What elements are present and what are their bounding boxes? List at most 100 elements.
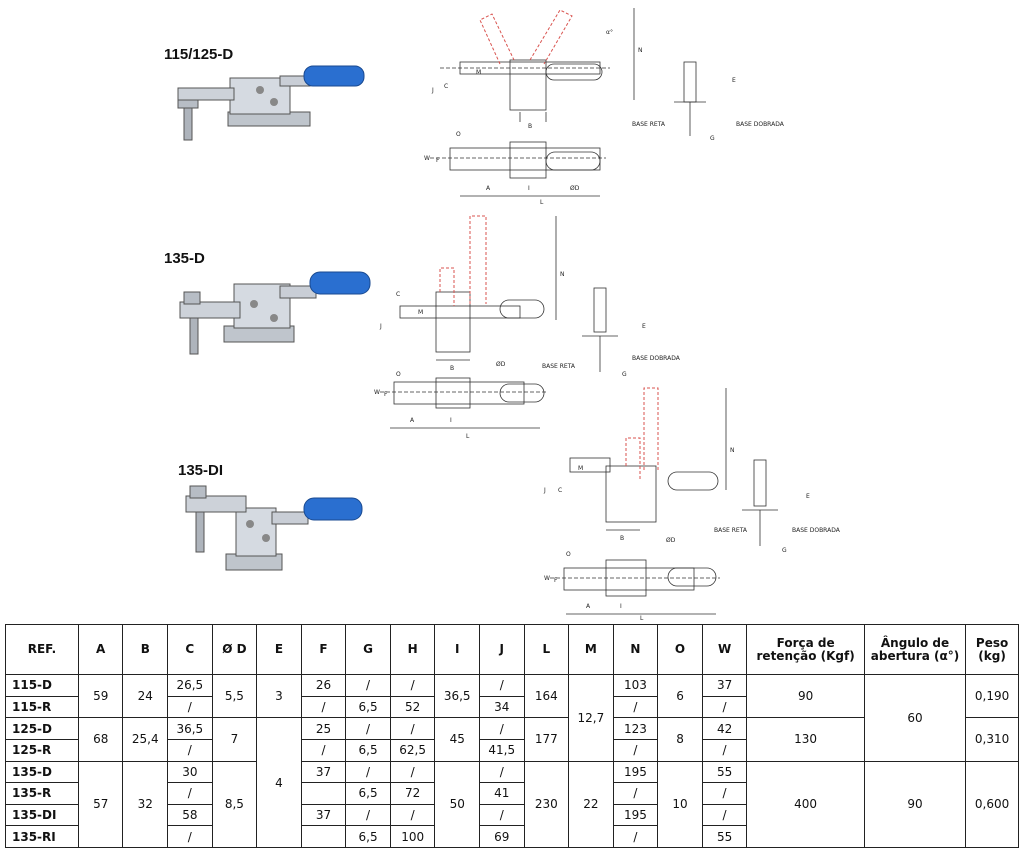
cell-weight: 0,600	[965, 760, 1019, 848]
cell-c: /	[167, 738, 213, 762]
cell-c: /	[167, 825, 213, 848]
table-row: 135-R / 6,5 72 41 / /	[5, 782, 1019, 805]
cell-w: 55	[701, 825, 748, 848]
cell-n: 195	[612, 803, 659, 827]
label-b: B	[528, 123, 532, 130]
cell-n: /	[612, 782, 659, 805]
clamp-photo-115-125-d	[177, 65, 365, 141]
cell-d: 5,5	[211, 673, 258, 719]
label-b: B	[450, 365, 454, 372]
cell-g: /	[345, 717, 391, 740]
cell-g: 6,5	[345, 695, 391, 719]
cell-h: /	[389, 717, 436, 740]
cell-f: /	[300, 695, 347, 719]
cell-l: 164	[523, 673, 570, 719]
cell-a: 59	[77, 673, 124, 719]
cell-g: /	[345, 803, 391, 827]
label-j: J	[379, 323, 382, 330]
cell-f: 37	[300, 803, 347, 827]
cell-m: 22	[568, 760, 614, 848]
cell-n: /	[612, 695, 659, 719]
cell-l: 177	[523, 717, 570, 762]
header-f: F	[300, 624, 347, 675]
cell-i: 45	[434, 717, 480, 762]
label-b: B	[620, 535, 624, 542]
label-g: G	[622, 371, 627, 378]
cell-g: 6,5	[345, 825, 391, 848]
cell-g: 6,5	[345, 738, 391, 762]
label-j: J	[431, 87, 434, 94]
cell-ref: 135-R	[5, 782, 79, 805]
cell-j: 69	[478, 825, 525, 848]
label-c: C	[396, 291, 400, 298]
cell-i: 36,5	[434, 673, 480, 719]
table-row: 115-R / / 6,5 52 34 / /	[5, 695, 1019, 719]
clamp-photo-135-d	[179, 271, 371, 355]
label-base-reta: BASE RETA	[714, 527, 748, 534]
cell-opening-angle: 90	[863, 760, 967, 848]
label-f: F	[436, 157, 440, 164]
header-ref: REF.	[5, 624, 79, 675]
cell-b: 25,4	[122, 717, 169, 762]
model-label-115-125-d: 115/125-D	[164, 46, 234, 63]
label-w: W	[544, 575, 550, 582]
cell-l: 230	[523, 760, 570, 848]
header-a: A	[77, 624, 124, 675]
cell-weight: 0,310	[965, 717, 1019, 762]
cell-o: 10	[657, 760, 703, 848]
label-m: M	[476, 69, 481, 76]
table-header-row: REF. A B C Ø D E F G H I J L M N O W For…	[5, 624, 1019, 675]
cell-retention-force: 130	[746, 717, 865, 762]
header-b: B	[122, 624, 169, 675]
label-m: M	[578, 465, 583, 472]
label-i: I	[620, 603, 622, 610]
table-row: 125-R / / 6,5 62,5 41,5 / /	[5, 738, 1019, 762]
cell-ref: 115-D	[5, 674, 79, 697]
cell-h: 52	[389, 695, 436, 719]
cell-n: 103	[612, 674, 659, 697]
table-row: 135-DI 58 37 / / / 195 /	[5, 803, 1019, 827]
cell-n: /	[612, 738, 659, 762]
header-w: W	[701, 624, 748, 675]
header-h: H	[389, 624, 436, 675]
model-label-135-d: 135-D	[164, 250, 205, 267]
cell-ref: 135-RI	[5, 825, 79, 848]
cell-g: 6,5	[345, 782, 391, 805]
cell-opening-angle: 60	[863, 674, 967, 762]
technical-drawing-135-d: N C M J B ØD E G O W F A I L BASE RETA B…	[374, 215, 681, 440]
cell-weight: 0,190	[965, 673, 1019, 719]
cell-c: /	[167, 695, 213, 719]
cell-h: /	[389, 760, 436, 784]
cell-w: /	[701, 695, 748, 719]
cell-j: 41,5	[478, 738, 525, 762]
cell-w: /	[701, 803, 748, 827]
label-a: A	[586, 603, 591, 610]
cell-g: /	[345, 674, 391, 697]
label-i: I	[528, 185, 530, 192]
cell-o: 8	[657, 717, 703, 762]
header-o: O	[657, 624, 703, 675]
label-a: A	[410, 417, 415, 424]
label-g: G	[782, 547, 787, 554]
table-row: 135-D 57 32 30 8,5 37 / / 50 / 230 22 19…	[5, 760, 1019, 848]
clamp-photo-135-di	[185, 485, 363, 571]
label-c: C	[444, 83, 448, 90]
cell-f	[300, 825, 347, 848]
label-n: N	[730, 447, 735, 454]
label-l: L	[640, 615, 644, 620]
cell-j: /	[478, 803, 525, 827]
label-g: G	[710, 135, 715, 142]
label-n: N	[638, 47, 643, 54]
label-e: E	[732, 77, 736, 84]
label-base-reta: BASE RETA	[542, 363, 576, 370]
technical-drawing-115-125-d: α° N M J C B E G O W F A I L ØD BASE RET…	[424, 8, 785, 206]
label-e: E	[806, 493, 810, 500]
header-i: I	[434, 624, 480, 675]
cell-h: 100	[389, 825, 436, 848]
cell-retention-force: 400	[746, 760, 865, 848]
cell-ref: 125-R	[5, 738, 79, 762]
cell-f: 25	[300, 717, 347, 740]
label-o: O	[566, 551, 571, 558]
cell-f: 37	[300, 760, 347, 784]
label-a: A	[486, 185, 491, 192]
